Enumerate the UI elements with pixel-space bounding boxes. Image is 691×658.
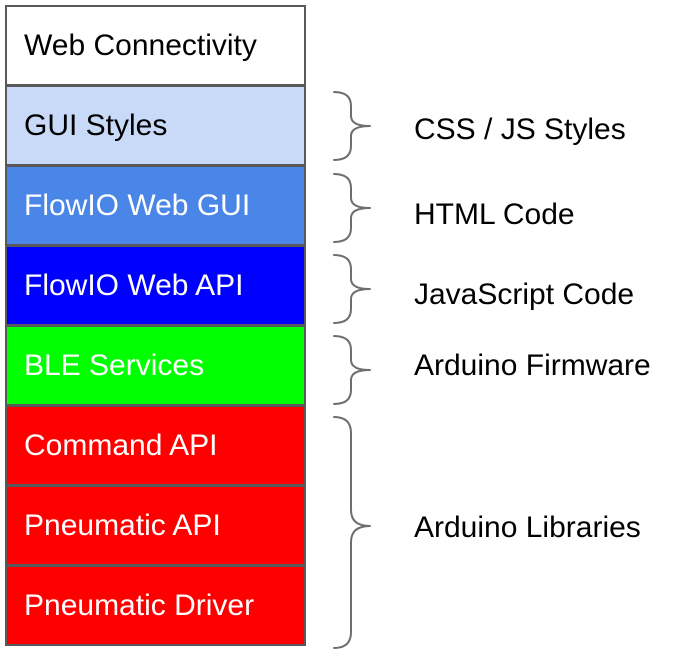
annotation-arduino-libraries: Arduino Libraries: [414, 511, 641, 544]
brace-arduino-libraries: [333, 416, 371, 649]
annotation-html-code: HTML Code: [414, 198, 575, 231]
layer-label: Web Connectivity: [24, 28, 257, 62]
layer-stack: Web Connectivity GUI Styles FlowIO Web G…: [5, 5, 306, 646]
layer-label: GUI Styles: [24, 108, 168, 142]
layer-flowio-web-api: FlowIO Web API: [5, 245, 306, 326]
layer-pneumatic-driver: Pneumatic Driver: [5, 565, 306, 646]
brace-javascript-code: [333, 254, 371, 324]
annotation-css-js-styles: CSS / JS Styles: [414, 113, 626, 146]
layer-label: FlowIO Web API: [24, 268, 244, 302]
layer-web-connectivity: Web Connectivity: [5, 5, 306, 86]
annotation-arduino-firmware: Arduino Firmware: [414, 349, 651, 382]
brace-html-code: [333, 173, 371, 243]
layer-label: Command API: [24, 428, 218, 462]
annotation-javascript-code: JavaScript Code: [414, 278, 635, 311]
layer-ble-services: BLE Services: [5, 325, 306, 406]
layer-label: Pneumatic API: [24, 508, 221, 542]
layer-label: BLE Services: [24, 348, 205, 382]
layer-label: FlowIO Web GUI: [24, 188, 251, 222]
layer-label: Pneumatic Driver: [24, 588, 255, 622]
brace-css-js-styles: [333, 91, 371, 161]
brace-arduino-firmware: [333, 335, 371, 405]
layer-pneumatic-api: Pneumatic API: [5, 485, 306, 566]
layer-flowio-web-gui: FlowIO Web GUI: [5, 165, 306, 246]
layer-command-api: Command API: [5, 405, 306, 486]
